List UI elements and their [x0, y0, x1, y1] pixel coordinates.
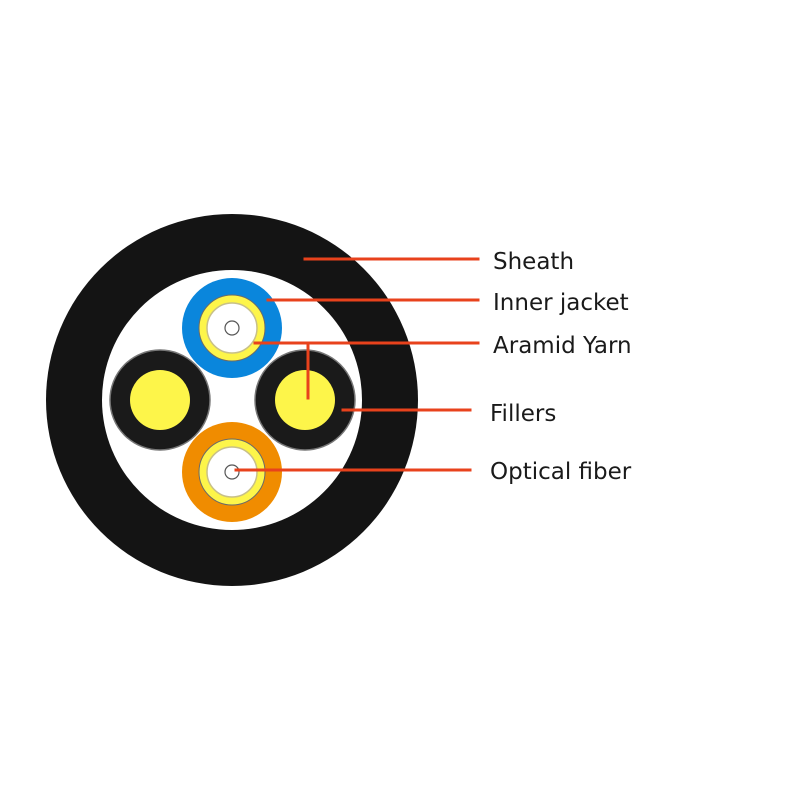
leader-lines — [234, 257, 480, 472]
filler-inner — [275, 370, 335, 430]
label-sheath: Sheath — [493, 249, 574, 275]
label-inner-jacket: Inner jacket — [493, 290, 629, 316]
fiber-unit-blue — [182, 278, 282, 378]
label-fillers: Fillers — [490, 401, 556, 427]
filler-left — [109, 349, 211, 451]
fiber-unit-orange — [182, 422, 282, 522]
label-aramid-yarn: Aramid Yarn — [493, 333, 632, 359]
optical-fiber-core — [224, 320, 240, 336]
filler-right — [254, 349, 356, 451]
optical-fiber-core — [224, 464, 240, 480]
cable-core-area — [102, 270, 362, 530]
label-optical-fiber: Optical fiber — [490, 459, 632, 485]
filler-inner — [130, 370, 190, 430]
